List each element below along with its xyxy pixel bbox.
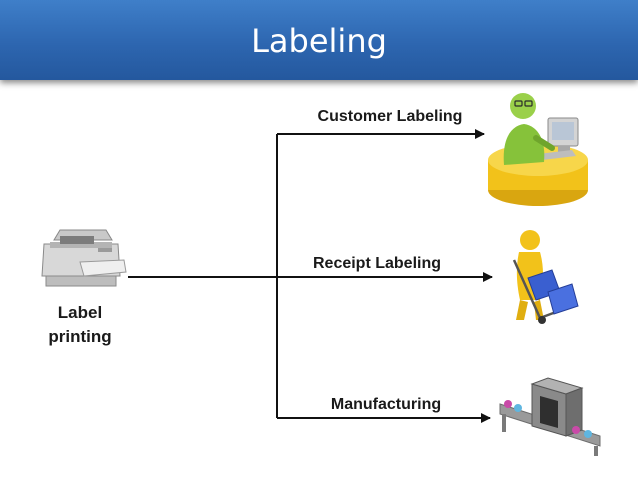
source-label-line2: printing <box>48 327 111 346</box>
printer-icon <box>41 229 127 287</box>
branch-label-customer: Customer Labeling <box>318 108 463 125</box>
branch-label-receipt: Receipt Labeling <box>313 255 441 272</box>
receiving-hand-truck-icon <box>512 230 579 324</box>
customer-computer-icon <box>488 93 588 206</box>
page-title: Labeling <box>251 22 387 60</box>
source-label-line1: Label <box>58 303 102 322</box>
manufacturing-conveyor-icon <box>499 377 601 456</box>
branch-label-manufacturing: Manufacturing <box>331 396 441 413</box>
title-banner: Labeling <box>0 0 638 80</box>
